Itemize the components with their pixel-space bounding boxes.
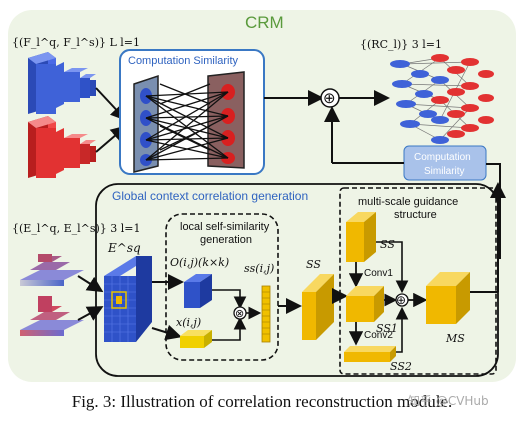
figure-caption: Fig. 3: Illustration of correlation reco…	[71, 392, 453, 411]
ss-vector-label: ss(i,j)	[244, 262, 274, 275]
ss-mid-label: SS	[306, 258, 321, 271]
arrow-support-edge	[77, 306, 104, 321]
plus-symbol-top: ⊕	[323, 90, 336, 107]
arrow-ss-to-plus	[376, 241, 409, 294]
ss-block	[302, 274, 334, 340]
plus-symbol-multiscale: ⊕	[396, 293, 406, 307]
ss-top-label: SS	[380, 238, 395, 251]
ss-vector	[261, 285, 271, 343]
ss1-label: SS1	[376, 322, 398, 335]
arrow-x-to-times	[212, 316, 247, 341]
arrow-esq-to-x	[151, 324, 182, 341]
computation-similarity-title: Computation Similarity	[128, 55, 239, 67]
conv1-label: Conv1	[364, 268, 393, 279]
arrow-ss2-to-plus	[395, 306, 409, 353]
computation-similarity-right-line2: Similarity	[424, 166, 465, 177]
multi-scale-title-line1: multi-scale guidance	[358, 196, 458, 208]
ms-block	[426, 272, 470, 324]
x-label: x(i,j)	[176, 316, 201, 329]
global-context-title: Global context correlation generation	[112, 189, 308, 203]
local-self-similarity-title-line1: local self-similarity	[180, 221, 270, 233]
conv2-label: Conv2	[364, 330, 393, 341]
edge-pairs-label: {(E_l^q, E_l^s)} 3 l=1	[12, 222, 141, 235]
feature-pairs-label: {(F_l^q, F_l^s)} L l=1	[12, 36, 140, 49]
ms-label: MS	[445, 332, 465, 345]
watermark: 知乎 @CVHub	[408, 394, 489, 408]
times-symbol: ⊗	[235, 308, 244, 320]
ss2-block	[344, 346, 396, 362]
e-sq-label: E^sq	[107, 241, 141, 255]
query-feature-stack	[28, 52, 96, 114]
multi-scale-box	[339, 187, 497, 375]
multi-scale-title-line2: structure	[394, 209, 437, 221]
support-edge-stack	[20, 296, 84, 336]
x-cube	[180, 330, 212, 348]
similarity-planes	[133, 71, 245, 173]
e-sq-cube	[104, 256, 152, 342]
o-cube	[184, 274, 212, 308]
local-self-similarity-box	[165, 213, 279, 361]
rc-output-network	[390, 54, 494, 144]
support-feature-stack	[28, 116, 96, 178]
rc-output-label: {(RC_l)} 3 l=1	[360, 38, 442, 51]
local-self-similarity-title-line2: generation	[200, 234, 252, 246]
ss1-block	[346, 286, 384, 322]
crm-title: CRM	[245, 13, 284, 32]
arrow-o-to-times	[212, 289, 247, 310]
query-edge-stack	[20, 254, 84, 286]
arrow-query-edge	[77, 275, 104, 293]
o-label: O(i,j)(k×k)	[170, 256, 229, 269]
computation-similarity-right-line1: Computation	[414, 152, 471, 163]
ss-top-block	[346, 212, 376, 262]
ss2-label: SS2	[390, 360, 412, 373]
